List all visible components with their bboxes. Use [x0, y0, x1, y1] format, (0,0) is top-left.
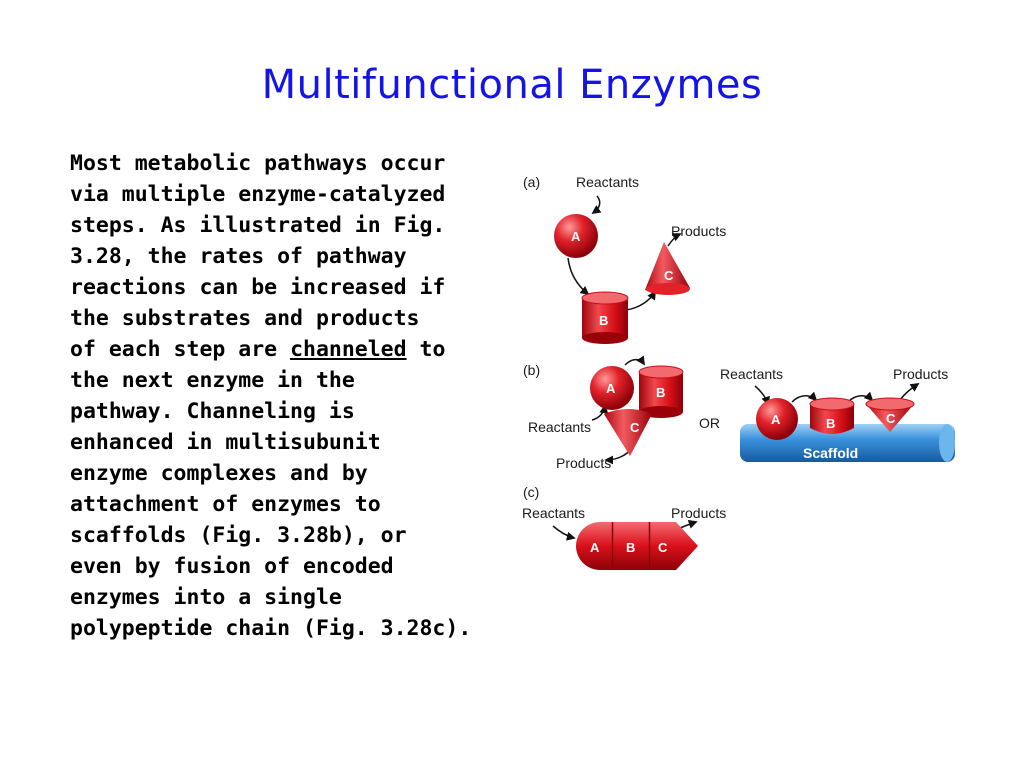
enzyme-a-label: A: [571, 229, 581, 244]
body-line: enzymes into a single: [70, 585, 342, 610]
panel-c-tag: (c): [523, 484, 539, 500]
body-paragraph: Most metabolic pathways occur via multip…: [70, 148, 520, 644]
enzyme-c-cone: C: [865, 397, 915, 432]
enzyme-b-cylinder: B: [638, 365, 684, 418]
enzyme-c-cone: C: [645, 242, 690, 295]
panel-b-complex: (b) Reactants Products B C A OR: [523, 355, 720, 471]
body-line: of each step are channeled to: [70, 334, 520, 365]
body-line: steps. As illustrated in Fig.: [70, 213, 446, 238]
body-line: reactions can be increased if: [70, 275, 446, 300]
arrow-icon: [791, 391, 818, 403]
body-text-segment: of each step are: [70, 337, 291, 362]
enzyme-c-label: C: [630, 420, 640, 435]
arrow-icon: [567, 257, 590, 296]
panel-c-reactants-label: Reactants: [522, 505, 585, 521]
body-line: the substrates and products: [70, 306, 420, 331]
panel-b-products-label: Products: [556, 455, 611, 471]
arrow-icon: [625, 290, 656, 311]
panel-a-reactants-label: Reactants: [576, 174, 639, 190]
scaffold-reactants-label: Reactants: [720, 366, 783, 382]
enzyme-b-cylinder: B: [809, 397, 855, 434]
enzyme-b-label: B: [656, 385, 665, 400]
enzyme-a-sphere: A: [590, 366, 634, 410]
enzyme-c-label: C: [886, 411, 896, 426]
scaffold-bar: Scaffold: [740, 424, 955, 462]
arrow-icon: [552, 525, 576, 541]
panel-a: (a) Reactants Products A B C: [523, 174, 726, 344]
arrow-icon: [667, 233, 682, 247]
body-line: polypeptide chain (Fig. 3.28c).: [70, 616, 472, 641]
panel-b-tag: (b): [523, 362, 540, 378]
body-line: pathway. Channeling is: [70, 399, 355, 424]
enzyme-c-label: C: [664, 268, 674, 283]
arrow-icon: [591, 404, 609, 421]
fused-polypeptide: A B C: [576, 522, 698, 570]
arrow-icon: [624, 355, 645, 366]
enzyme-b-label: B: [599, 313, 608, 328]
channeled-term: channeled: [290, 337, 407, 362]
panel-b-scaffold: Reactants Products Scaffold A B C: [720, 366, 955, 462]
body-line: attachment of enzymes to: [70, 492, 381, 517]
body-text-segment: to: [406, 337, 446, 362]
panel-b-reactants-label: Reactants: [528, 419, 591, 435]
body-line: 3.28, the rates of pathway: [70, 244, 407, 269]
enzyme-b-label: B: [826, 416, 835, 431]
enzyme-c-cone: C: [604, 409, 652, 456]
enzyme-a-label: A: [590, 540, 600, 555]
enzyme-a-label: A: [771, 412, 781, 427]
enzyme-b-label: B: [626, 540, 635, 555]
panel-c-products-label: Products: [671, 505, 726, 521]
body-line: the next enzyme in the: [70, 368, 355, 393]
body-line: even by fusion of encoded: [70, 554, 394, 579]
panel-c: (c) Reactants Products A B C: [522, 484, 726, 570]
panel-a-products-label: Products: [671, 223, 726, 239]
enzyme-a-sphere: A: [554, 214, 598, 258]
enzyme-b-cylinder: B: [581, 291, 629, 344]
body-line: Most metabolic pathways occur: [70, 151, 446, 176]
enzyme-c-label: C: [658, 540, 668, 555]
scaffold-label: Scaffold: [803, 445, 858, 461]
enzyme-a-sphere: A: [756, 398, 798, 440]
arrow-icon: [591, 195, 602, 215]
arrow-icon: [899, 383, 920, 401]
body-line: via multiple enzyme-catalyzed: [70, 182, 446, 207]
slide-title: Multifunctional Enzymes: [261, 62, 763, 108]
or-label: OR: [699, 415, 720, 431]
enzyme-a-label: A: [606, 381, 616, 396]
body-line: enhanced in multisubunit: [70, 430, 381, 455]
scaffold-products-label: Products: [893, 366, 948, 382]
body-line: enzyme complexes and by: [70, 461, 368, 486]
body-line: scaffolds (Fig. 3.28b), or: [70, 523, 407, 548]
panel-a-tag: (a): [523, 174, 540, 190]
